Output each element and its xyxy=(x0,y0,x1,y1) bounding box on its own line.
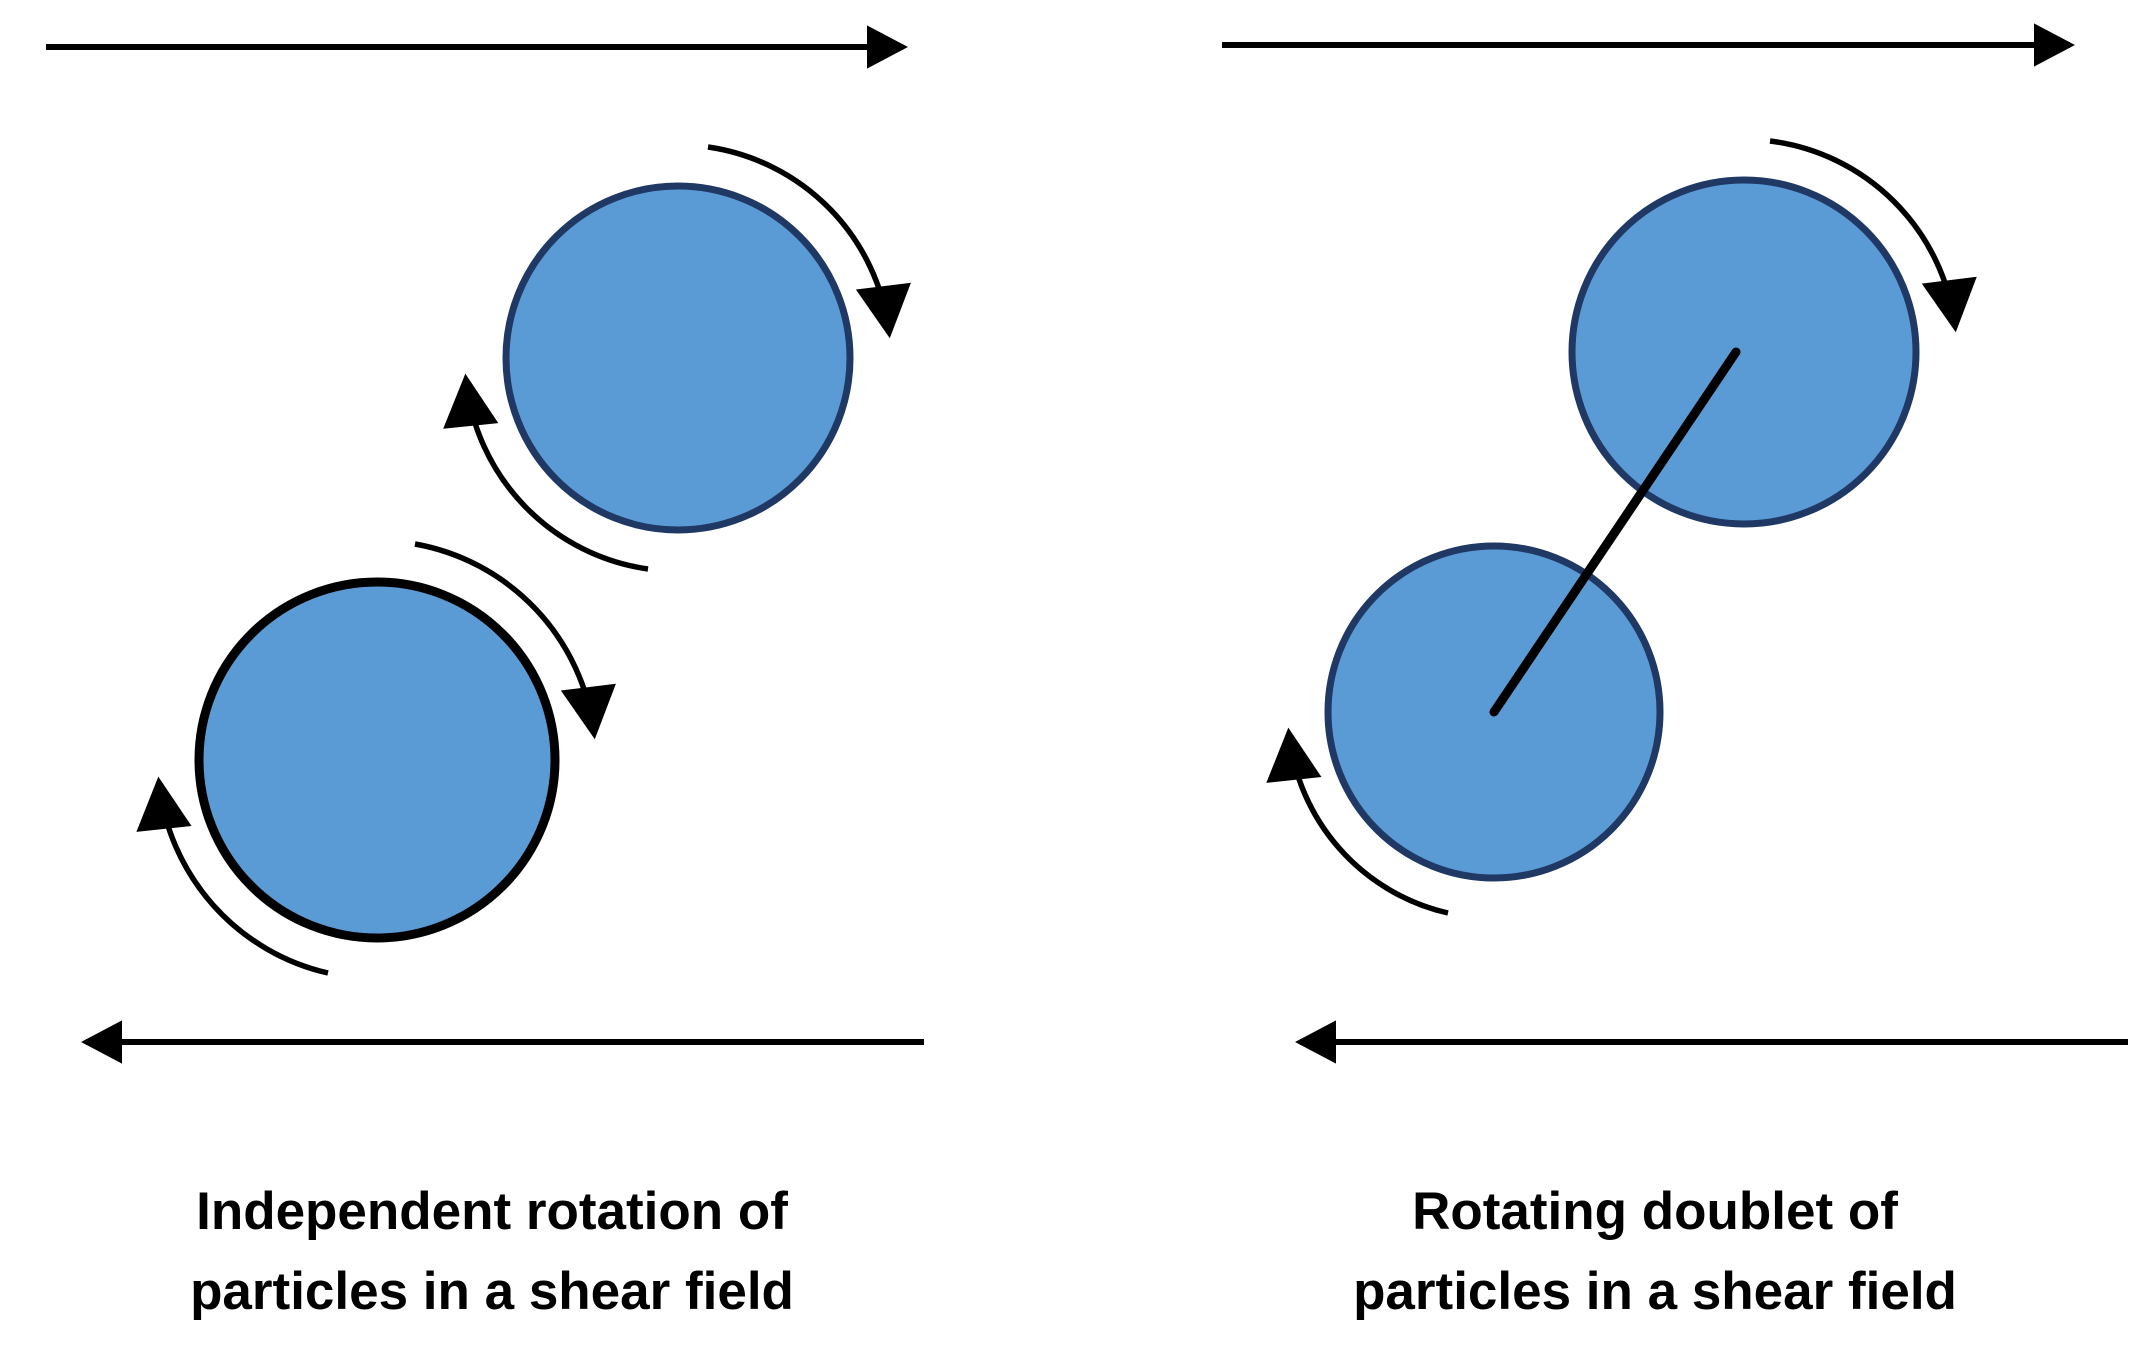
right-caption: Rotating doublet of particles in a shear… xyxy=(1215,1172,2095,1332)
right-caption-line2: particles in a shear field xyxy=(1353,1262,1957,1321)
left-lower-particle-rotation-arc-top-right xyxy=(414,541,616,740)
right-panel xyxy=(1222,23,2128,1064)
doublet-connector-rod-lower-half xyxy=(1489,527,1620,717)
right-upper-particle xyxy=(1568,176,1920,528)
doublet-rotation-arc-top-right xyxy=(1769,138,1977,333)
left-upper-particle-rotation-arc-top-right xyxy=(707,144,911,339)
left-upper-particle xyxy=(502,182,854,534)
left-panel xyxy=(46,25,924,1064)
left-caption-line1: Independent rotation of xyxy=(196,1182,788,1241)
right-caption-line1: Rotating doublet of xyxy=(1412,1182,1898,1241)
left-upper-particle-rotation-arc-bottom-left xyxy=(443,373,649,572)
left-caption-line2: particles in a shear field xyxy=(190,1262,794,1321)
left-caption: Independent rotation of particles in a s… xyxy=(52,1172,932,1332)
doublet-rotation-arc-bottom-left xyxy=(1266,727,1449,916)
doublet-connector-rod-upper-half xyxy=(1610,347,1741,537)
left-lower-particle-rotation-arc-bottom-left xyxy=(136,776,329,976)
left-lower-particle xyxy=(194,577,560,943)
